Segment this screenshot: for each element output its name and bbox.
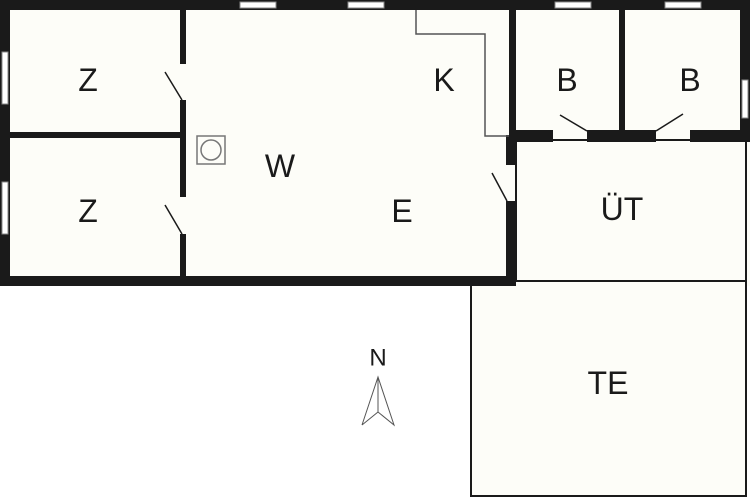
- room-label-ut: ÜT: [601, 191, 644, 227]
- stove-icon: [196, 135, 226, 165]
- room-label-z2: Z: [78, 193, 98, 229]
- room-label-b1: B: [556, 62, 577, 98]
- room-label-e: E: [391, 193, 412, 229]
- compass-label: N: [369, 345, 386, 372]
- room-label-b2: B: [679, 62, 700, 98]
- room-label-te: TE: [588, 365, 629, 401]
- terrace-outline: [470, 280, 747, 497]
- main-building-floor: [0, 0, 516, 286]
- north-arrow-icon: [361, 375, 396, 427]
- room-label-w: W: [265, 148, 296, 184]
- windows: [1, 1, 749, 235]
- room-label-k: K: [433, 62, 454, 98]
- door-swings: [164, 71, 684, 235]
- room-label-z1: Z: [78, 62, 98, 98]
- kitchen-counter: [415, 10, 509, 137]
